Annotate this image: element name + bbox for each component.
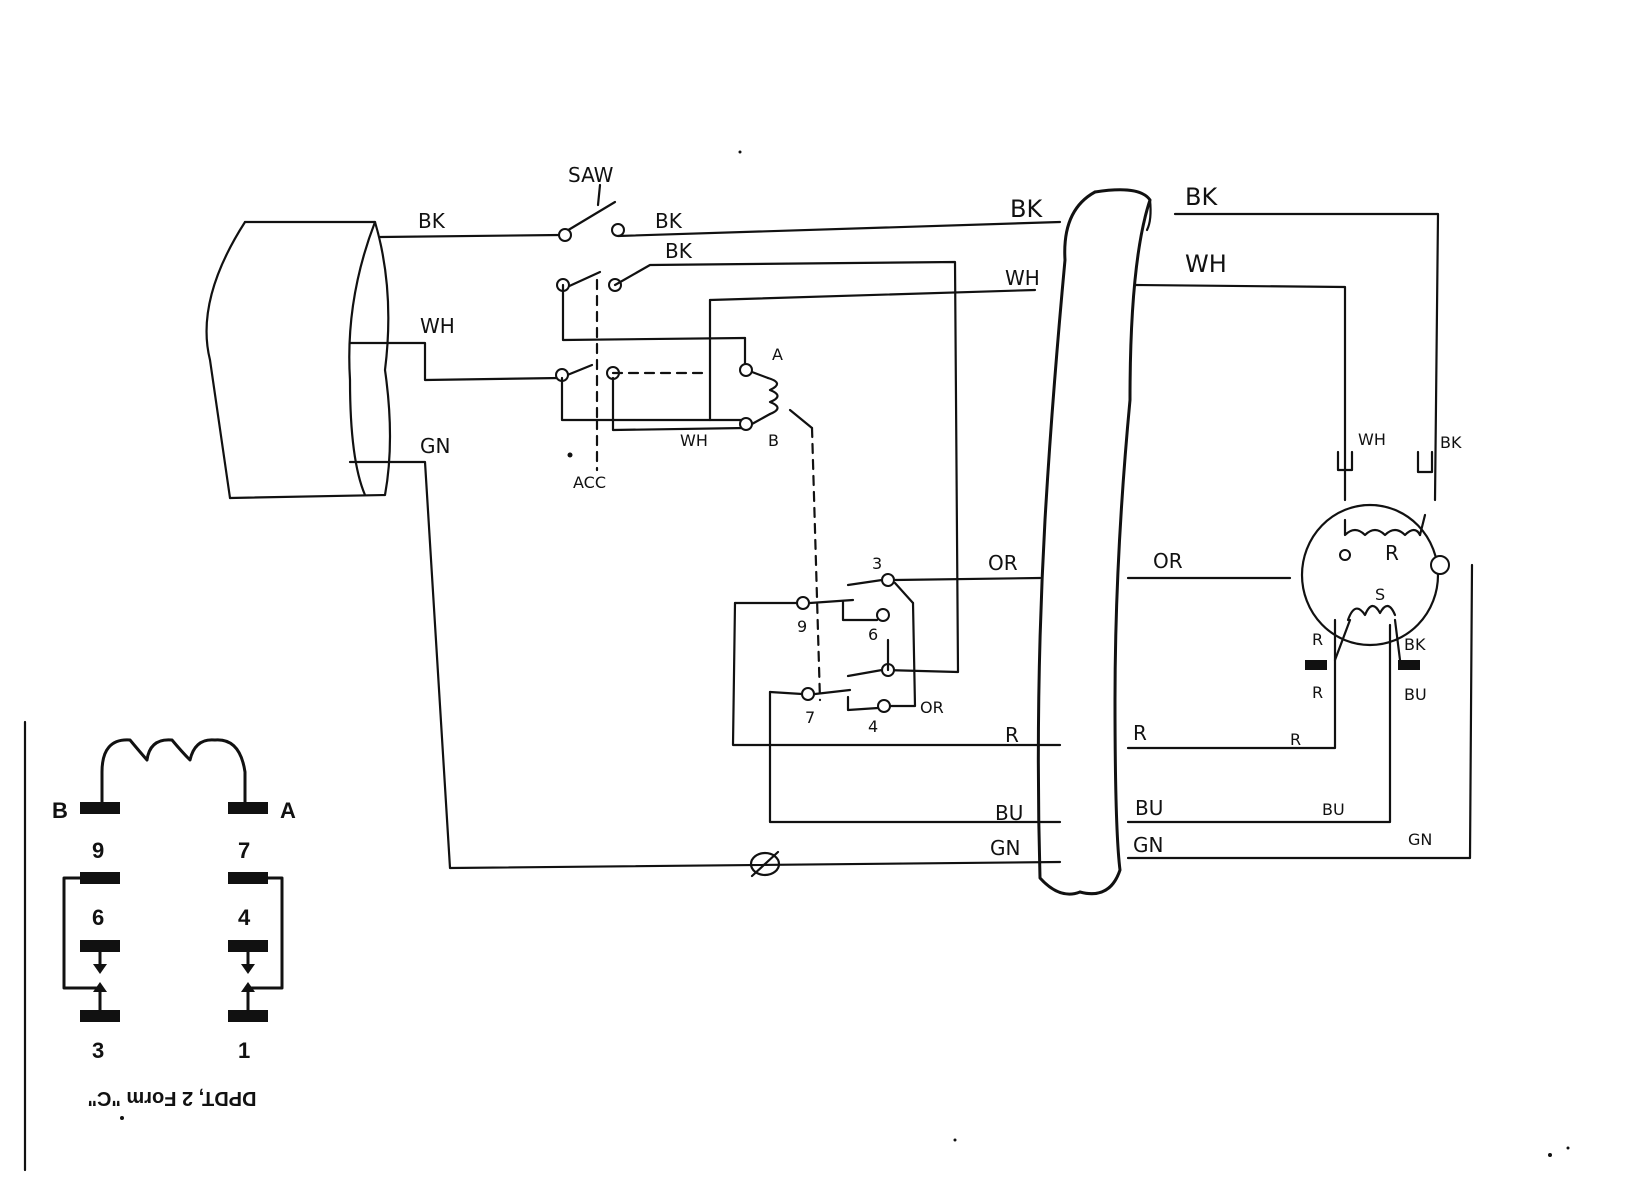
wire-bu-loop: [768, 690, 1062, 824]
label-motor-r-winding: R: [1385, 541, 1399, 565]
label-wh-right-sheath: WH: [1185, 250, 1227, 278]
wire-bu-right: [1126, 623, 1392, 824]
label-motor-s-winding: S: [1375, 585, 1385, 604]
inset-pin-6: 6: [92, 905, 104, 930]
label-acc: ACC: [573, 473, 606, 492]
wire-bk-switch-second: [613, 260, 960, 674]
label-motor-bk-top: BK: [1440, 433, 1462, 452]
label-or-contact4: OR: [920, 698, 944, 717]
wire-or-left: [893, 576, 1042, 582]
saw-switch: SAW: [556, 163, 747, 422]
dpdt-inset: B A 9 7 6 4 3 1 DPDT, 2 Form "C": [23, 720, 296, 1172]
label-r-left-sheath: R: [1005, 723, 1019, 747]
inset-coil-a: A: [280, 798, 296, 823]
label-contact-4: 4: [868, 717, 878, 736]
label-saw: SAW: [568, 163, 614, 187]
label-bk-right-sheath: BK: [1185, 183, 1218, 211]
wire-wh-cord: [348, 341, 562, 382]
wire-wh-right: [1133, 283, 1347, 502]
label-contact-9: 9: [797, 617, 807, 636]
label-bk-left-sheath: BK: [1010, 195, 1043, 223]
acc-switch: ACC: [555, 363, 747, 492]
label-r-motor-bottom: R: [1290, 730, 1301, 749]
label-motor-wh: WH: [1358, 430, 1386, 449]
label-bu-right-sheath: BU: [1135, 796, 1163, 820]
inset-coil-b: B: [52, 798, 68, 823]
inset-pin-1: 1: [238, 1038, 250, 1063]
ground-screw-icon: [749, 850, 781, 878]
label-wh-relay: WH: [680, 431, 708, 450]
label-r-right-sheath: R: [1133, 721, 1147, 745]
label-bk-switch-top: BK: [655, 209, 683, 233]
label-gn-motor: GN: [1408, 830, 1432, 849]
label-relay-a: A: [772, 345, 783, 364]
wire-bk-right: [1173, 212, 1440, 502]
label-contact-6: 6: [868, 625, 878, 644]
label-motor-r-lead2: R: [1312, 683, 1323, 702]
inset-pin-9: 9: [92, 838, 104, 863]
wire-r-loop: [731, 601, 1062, 747]
label-wh-cord: WH: [420, 314, 455, 338]
inset-title: DPDT, 2 Form "C": [88, 1087, 257, 1109]
label-or-right-sheath: OR: [1153, 549, 1183, 573]
inset-pin-4: 4: [238, 905, 251, 930]
label-gn-cord: GN: [420, 434, 450, 458]
wire-bk-switch-top: [616, 220, 1062, 238]
label-motor-bk-lead: BK: [1404, 635, 1426, 654]
inset-pin-7: 7: [238, 838, 250, 863]
label-motor-bu-lead: BU: [1404, 685, 1427, 704]
label-gn-left-sheath: GN: [990, 836, 1020, 860]
label-bk-switch-second: BK: [665, 239, 693, 263]
label-bu-motor-bottom: BU: [1322, 800, 1345, 819]
label-wh-left-sheath: WH: [1005, 266, 1040, 290]
inset-pin-3: 3: [92, 1038, 104, 1063]
wire-bk-cord: [378, 233, 562, 239]
label-contact-7: 7: [805, 708, 815, 727]
motor: WH BK R S R R BK BU: [1300, 430, 1462, 704]
label-contact-3: 3: [872, 554, 882, 573]
wire-r-right: [1126, 618, 1337, 750]
power-cord-sheath: [205, 220, 392, 500]
relay-coil: A B WH: [680, 288, 1037, 702]
label-motor-r-lead: R: [1312, 630, 1323, 649]
harness-sheath: [1036, 188, 1152, 896]
label-bu-left-sheath: BU: [995, 801, 1023, 825]
relay-contacts: 3 6 9 7 4 OR: [733, 554, 944, 736]
label-or-left-sheath: OR: [988, 551, 1018, 575]
label-gn-right-sheath: GN: [1133, 833, 1163, 857]
wire-gn-right: [1126, 563, 1474, 860]
scan-specks: [738, 150, 1570, 1157]
label-bk-cord: BK: [418, 209, 446, 233]
label-relay-b: B: [768, 431, 779, 450]
wire-gn-cord: [348, 460, 1062, 870]
